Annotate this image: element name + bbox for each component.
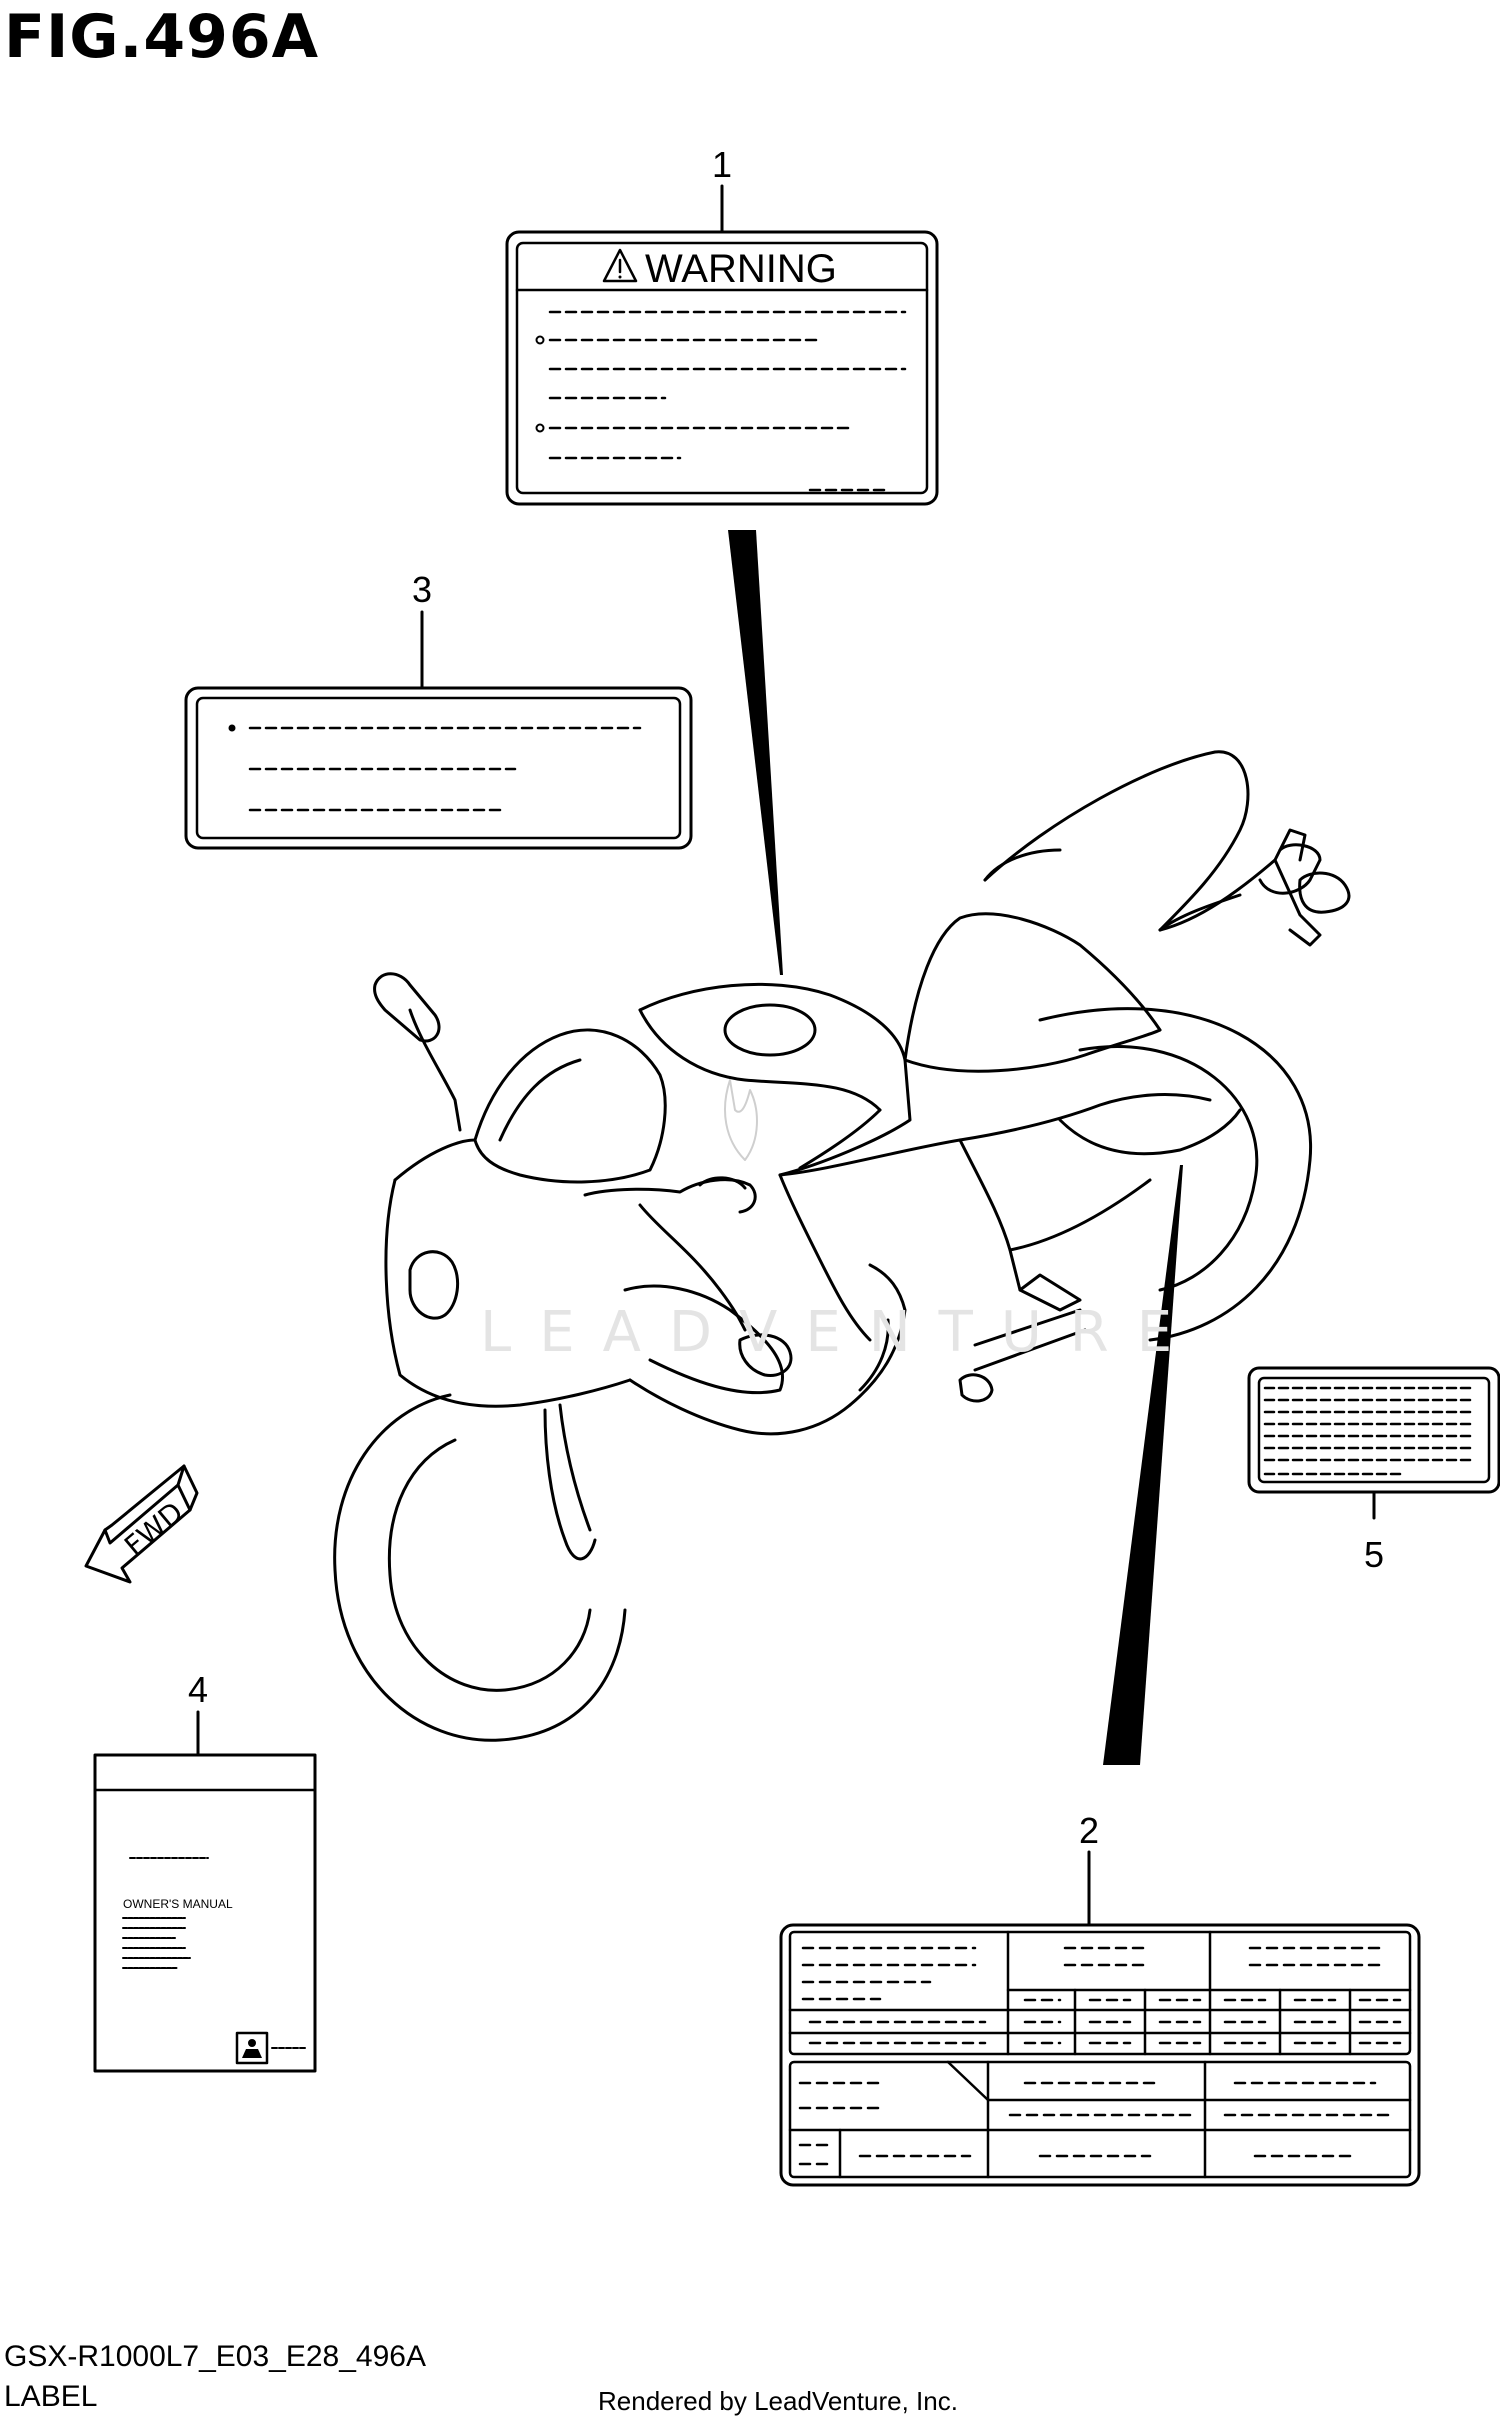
render-credit: Rendered by LeadVenture, Inc. — [598, 2386, 958, 2416]
callout-number-2: 2 — [1079, 1810, 1099, 1851]
warning-label-part-1[interactable]: 1 WARNING — [505, 144, 939, 506]
warning-triangle-icon — [602, 248, 638, 283]
forward-direction-arrow: FWD — [84, 1464, 199, 1584]
figure-title: FIG.496A — [4, 2, 320, 72]
leader-wedge-part-2 — [1103, 1165, 1183, 1765]
watermark-text: LEADVENTURE — [480, 1300, 1201, 1365]
callout-number-5: 5 — [1364, 1534, 1384, 1575]
owners-manual-part-4[interactable]: 4 OWNER'S MANUAL — [93, 1669, 317, 2073]
spec-label-part-2[interactable]: 2 — [779, 1810, 1421, 2187]
callout-number-3: 3 — [412, 569, 432, 610]
info-label-part-3[interactable]: 3 — [184, 569, 693, 850]
motorcycle-illustration — [333, 750, 1351, 1742]
figure-code: GSX-R1000L7_E03_E28_496A — [4, 2340, 426, 2373]
callout-number-1: 1 — [712, 144, 732, 185]
callout-number-4: 4 — [188, 1669, 208, 1710]
small-label-part-5[interactable]: 5 — [1247, 1366, 1500, 1575]
leader-wedge-part-1 — [728, 530, 783, 975]
warning-heading: WARNING — [645, 247, 837, 291]
manual-title: OWNER'S MANUAL — [123, 1897, 233, 1911]
manual-reader-icon — [242, 2039, 262, 2058]
section-name: LABEL — [4, 2380, 98, 2413]
